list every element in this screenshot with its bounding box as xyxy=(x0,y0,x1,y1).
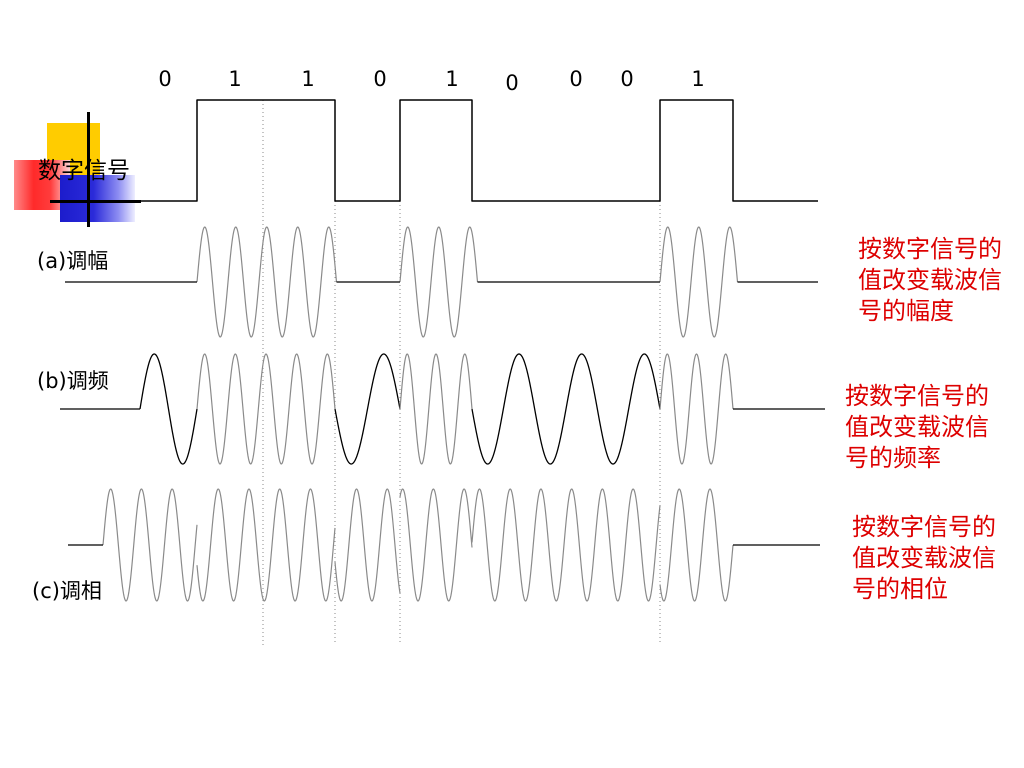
annotation-line: 号的相位 xyxy=(852,575,948,603)
bit-label-3: 1 xyxy=(301,67,315,91)
fm-row-label: (b)调频 xyxy=(37,369,109,393)
annotation-line: 按数字信号的 xyxy=(852,513,996,541)
pm-row-label: (c)调相 xyxy=(32,579,102,603)
annotation-line: 值改变载波信 xyxy=(845,413,989,441)
am-row-label: (a)调幅 xyxy=(37,249,109,273)
fm-low-frequency-segment xyxy=(139,353,198,465)
fm-low-frequency-segment xyxy=(471,353,661,465)
bit-label-2: 1 xyxy=(228,67,242,91)
fm-low-frequency-segment xyxy=(334,353,401,465)
decor-vertical-bar xyxy=(87,112,90,227)
fm-high-frequency-segment xyxy=(196,353,336,465)
annotation-line: 值改变载波信 xyxy=(852,544,996,572)
bit-label-7: 0 xyxy=(569,67,583,91)
bit-label-6: 0 xyxy=(505,71,519,95)
annotation-line: 号的幅度 xyxy=(858,297,954,325)
decor-blue-square xyxy=(60,175,135,222)
bit-label-1: 0 xyxy=(158,67,172,91)
annotation-line: 值改变载波信 xyxy=(858,266,1002,294)
am-carrier-burst xyxy=(196,226,338,338)
am-annotation: 按数字信号的 值改变载波信 号的幅度 xyxy=(858,234,1002,327)
am-carrier-burst xyxy=(399,226,479,338)
pm-annotation: 按数字信号的 值改变载波信 号的相位 xyxy=(852,512,996,605)
bit-label-5: 1 xyxy=(445,67,459,91)
am-carrier-burst xyxy=(659,226,739,338)
fm-high-frequency-segment xyxy=(399,353,473,465)
digital-signal-label: 数字信号 xyxy=(38,158,130,184)
annotation-line: 按数字信号的 xyxy=(858,235,1002,263)
fm-annotation: 按数字信号的 值改变载波信 号的频率 xyxy=(845,381,989,474)
annotation-line: 按数字信号的 xyxy=(845,382,989,410)
fm-high-frequency-segment xyxy=(659,353,734,465)
bit-label-9: 1 xyxy=(691,67,705,91)
bit-label-8: 0 xyxy=(620,67,634,91)
digital-signal-waveform xyxy=(140,99,818,202)
pm-carrier-waveform xyxy=(102,488,734,602)
annotation-line: 号的频率 xyxy=(845,444,941,472)
bit-label-4: 0 xyxy=(373,67,387,91)
